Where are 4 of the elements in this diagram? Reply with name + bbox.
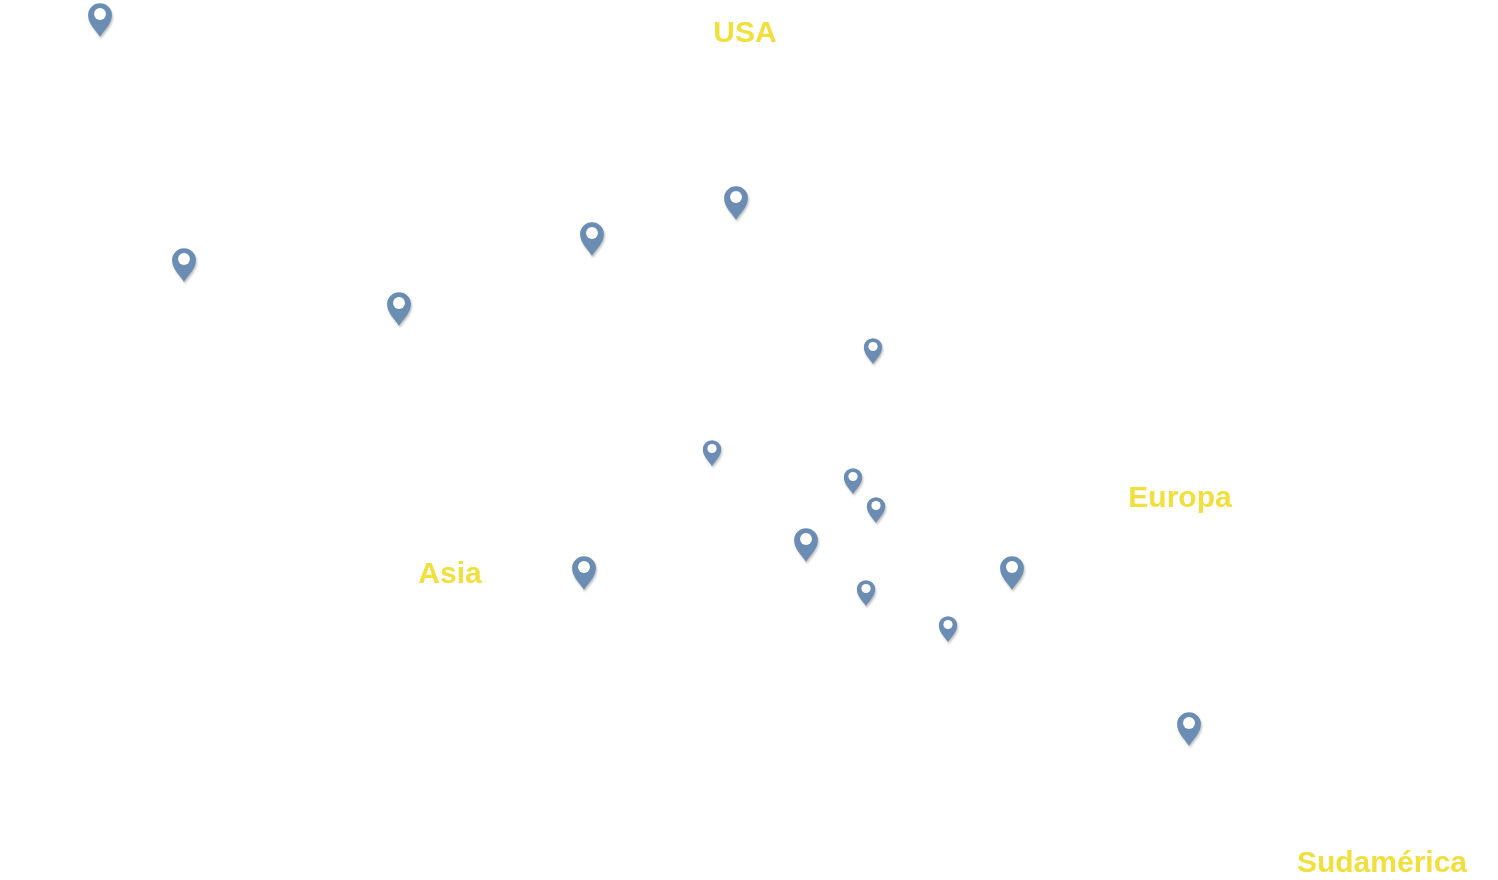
region-label: Sudamérica (1296, 845, 1468, 879)
region-label: Europa (1128, 480, 1232, 514)
region-label: USA (713, 15, 777, 49)
region-label: Asia (418, 556, 482, 590)
